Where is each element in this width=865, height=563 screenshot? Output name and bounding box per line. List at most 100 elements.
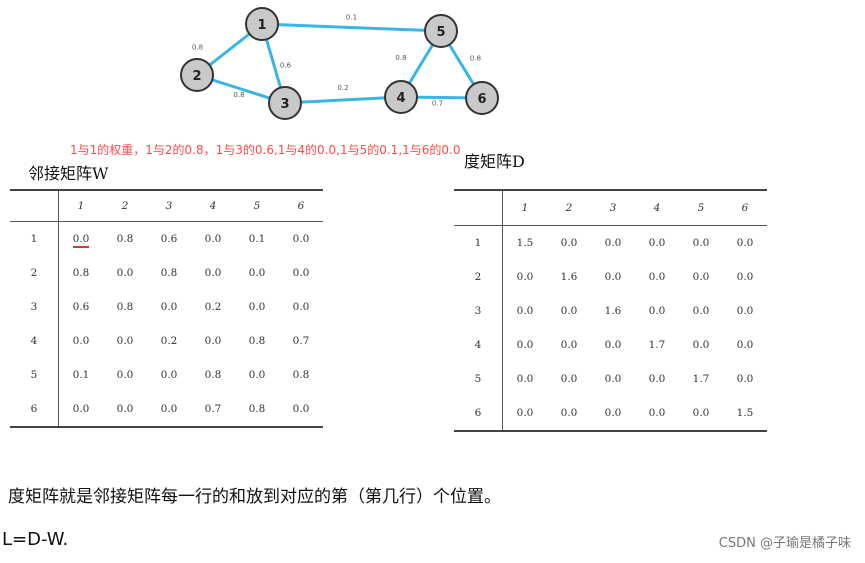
matrix-cell: 0.0 — [679, 226, 723, 261]
cell-value: 0.0 — [604, 407, 622, 419]
edge-weight-5-6: 0.8 — [470, 55, 481, 63]
cell-value: 0.0 — [604, 237, 622, 249]
cell-value: 0.0 — [560, 407, 578, 419]
cell-value: 0.0 — [160, 301, 178, 313]
matrix-cell: 0.8 — [191, 358, 235, 392]
edge-weight-1-2: 0.8 — [192, 44, 203, 52]
cell-value: 0.8 — [248, 335, 266, 347]
matrix-cell: 0.0 — [191, 324, 235, 358]
cell-value: 0.0 — [248, 301, 266, 313]
matrix-cell: 1.7 — [635, 328, 679, 362]
matrix-cell: 0.0 — [547, 362, 591, 396]
cell-value: 0.6 — [72, 301, 90, 313]
cell-value: 0.0 — [560, 373, 578, 385]
matrix-cell: 0.0 — [191, 256, 235, 290]
node-label: 1 — [257, 18, 266, 33]
cell-value: 1.6 — [560, 271, 578, 283]
cell-value: 0.8 — [160, 267, 178, 279]
laplacian-formula: L=D-W. — [2, 529, 69, 550]
node-2: 2 — [180, 58, 214, 92]
matrix-cell: 0.0 — [503, 294, 548, 328]
cell-value: 0.0 — [648, 237, 666, 249]
row-header: 6 — [10, 392, 59, 427]
matrix-cell: 0.8 — [235, 324, 279, 358]
cell-value: 1.5 — [736, 407, 754, 419]
cell-value: 0.0 — [604, 339, 622, 351]
row-header: 3 — [454, 294, 503, 328]
matrix-cell: 0.0 — [235, 256, 279, 290]
degree-matrix-title: 度矩阵D — [464, 152, 525, 171]
cell-value: 0.7 — [204, 403, 222, 415]
matrix-cell: 0.0 — [103, 392, 147, 427]
matrix-cell: 0.8 — [147, 256, 191, 290]
cell-value: 0.0 — [604, 373, 622, 385]
cell-value: 0.0 — [692, 339, 710, 351]
cell-value: 0.8 — [116, 301, 134, 313]
node-label: 5 — [436, 25, 445, 40]
cell-value: 0.0 — [160, 369, 178, 381]
matrix-cell: 0.0 — [679, 260, 723, 294]
matrix-cell: 0.0 — [547, 396, 591, 431]
matrix-cell: 0.0 — [503, 260, 548, 294]
cell-value: 0.0 — [116, 335, 134, 347]
watermark: CSDN @子瑜是橘子味 — [718, 536, 851, 551]
cell-value: 0.0 — [736, 305, 754, 317]
cell-value: 0.0 — [692, 407, 710, 419]
matrix-cell: 1.7 — [679, 362, 723, 396]
cell-value: 0.0 — [248, 369, 266, 381]
cell-value: 0.0 — [292, 267, 310, 279]
column-header: 1 — [502, 190, 547, 226]
cell-value: 0.0 — [560, 305, 578, 317]
cell-value: 0.0 — [648, 407, 666, 419]
cell-value: 0.0 — [692, 237, 710, 249]
matrix-cell: 0.0 — [147, 392, 191, 427]
cell-value: 0.2 — [204, 301, 222, 313]
matrix-cell: 0.0 — [635, 226, 679, 261]
matrix-cell: 0.0 — [147, 290, 191, 324]
edge-weight-4-5: 0.8 — [395, 54, 406, 62]
matrix-cell: 0.0 — [59, 324, 104, 358]
matrix-cell: 0.8 — [103, 222, 147, 257]
column-header: 2 — [547, 190, 591, 226]
matrix-cell: 0.0 — [679, 396, 723, 431]
matrix-cell: 0.0 — [679, 294, 723, 328]
cell-value: 0.0 — [248, 267, 266, 279]
node-circle — [465, 81, 499, 115]
node-label: 2 — [192, 69, 201, 84]
matrix-cell: 0.8 — [235, 392, 279, 427]
matrix-cell: 0.0 — [591, 226, 635, 261]
edge-weight-1-5: 0.1 — [346, 14, 357, 22]
matrix-cell: 0.0 — [235, 358, 279, 392]
node-circle — [180, 58, 214, 92]
matrix-cell: 0.2 — [191, 290, 235, 324]
matrix-cell: 0.0 — [59, 222, 104, 257]
matrix-cell: 0.0 — [591, 260, 635, 294]
cell-value: 0.0 — [648, 305, 666, 317]
node-circle — [384, 80, 418, 114]
cell-value: 0.0 — [160, 403, 178, 415]
cell-value: 1.5 — [516, 237, 534, 249]
node-3: 3 — [268, 86, 302, 120]
matrix-cell: 0.0 — [723, 362, 767, 396]
matrix-cell: 0.8 — [59, 256, 104, 290]
matrix-cell: 1.5 — [723, 396, 767, 431]
matrix-cell: 0.7 — [191, 392, 235, 427]
cell-value: 0.0 — [116, 267, 134, 279]
node-5: 5 — [424, 14, 458, 48]
edge-weight-3-4: 0.2 — [337, 84, 348, 92]
matrix-cell: 0.0 — [235, 290, 279, 324]
cell-value: 0.0 — [648, 373, 666, 385]
cell-value: 1.7 — [648, 339, 666, 351]
matrix-cell: 0.0 — [679, 328, 723, 362]
adjacency-matrix-title: 邻接矩阵W — [28, 164, 109, 183]
cell-value: 1.6 — [604, 305, 622, 317]
column-header: 6 — [723, 190, 767, 226]
cell-value: 0.0 — [736, 373, 754, 385]
node-label: 4 — [396, 91, 405, 106]
matrix-cell: 0.0 — [547, 226, 591, 261]
matrix-cell: 0.0 — [723, 226, 767, 261]
row-header: 5 — [454, 362, 503, 396]
